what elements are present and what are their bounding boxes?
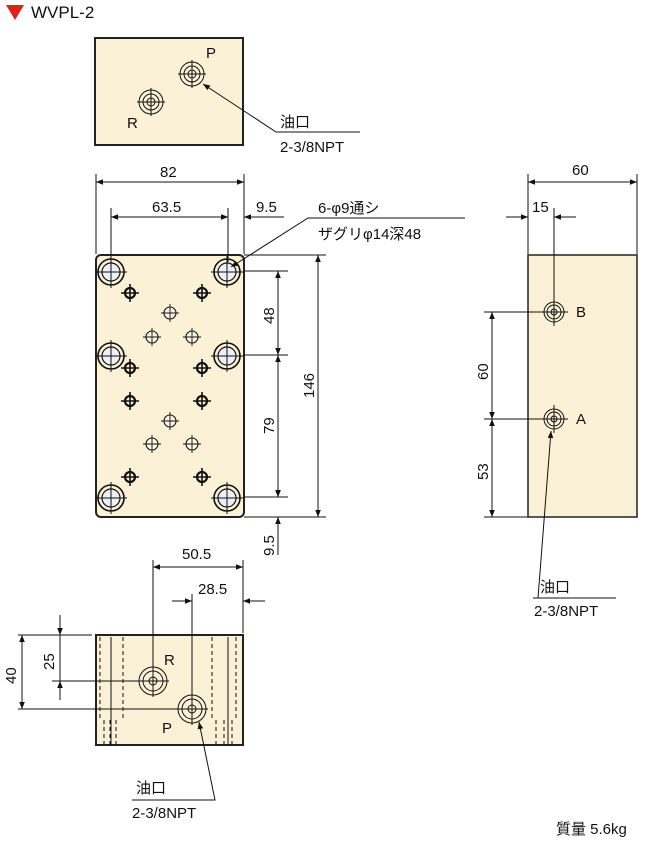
- port-r-label: R: [127, 115, 138, 132]
- bolt-hole-icon: [121, 468, 139, 486]
- front-view: 82 63.5 9.5 6-φ9通シ ザグリφ14深48 48 79 146 9…: [95, 164, 465, 556]
- title-marker-icon: [6, 5, 24, 20]
- port-r-icon: [137, 88, 165, 116]
- pin-hole-icon: [161, 304, 179, 322]
- bolt-hole-icon: [193, 392, 211, 410]
- port-p-label: P: [206, 45, 216, 62]
- port-b-label: B: [576, 304, 586, 321]
- mounting-holes: [121, 284, 211, 486]
- counterbore-hole-icon: [211, 482, 243, 514]
- bolt-hole-icon: [121, 284, 139, 302]
- dim-p: 28.5: [198, 581, 227, 598]
- port-r-label: R: [164, 652, 175, 669]
- dim-r: 50.5: [182, 546, 211, 563]
- dim-offset: 15: [532, 199, 549, 216]
- dim-v1: 48: [261, 307, 278, 324]
- dim-width: 82: [160, 164, 177, 181]
- top-view: P R 油口 2-3/8NPT: [94, 37, 360, 156]
- pin-hole-icon: [183, 435, 201, 453]
- bolt-hole-icon: [193, 468, 211, 486]
- port-b-icon: [540, 298, 568, 326]
- counterbore-hole-icon: [95, 482, 127, 514]
- port-note-line1: 油口: [136, 780, 166, 797]
- dim-v2: 79: [261, 417, 278, 434]
- port-p-label: P: [162, 720, 172, 737]
- dim-width: 60: [572, 162, 589, 179]
- dim-a-bottom: 53: [475, 463, 492, 480]
- counterbore-hole-icon: [211, 256, 243, 288]
- bottom-view: R P 50.5 28.5 40 25 油口 2-3/8NPT: [3, 546, 265, 822]
- dim-r-height: 25: [41, 653, 58, 670]
- pin-hole-icon: [183, 328, 201, 346]
- pin-hole-icon: [143, 435, 161, 453]
- counterbore-hole-icon: [95, 340, 127, 372]
- port-note-line2: 2-3/8NPT: [534, 603, 598, 620]
- counterbore-holes: [95, 256, 243, 514]
- title: WVPL-2: [31, 3, 94, 22]
- pin-hole-icon: [161, 412, 179, 430]
- port-note-line1: 油口: [540, 579, 570, 596]
- bolt-hole-icon: [193, 284, 211, 302]
- bolt-hole-icon: [121, 359, 139, 377]
- pin-hole-icon: [143, 328, 161, 346]
- dim-p-height: 40: [3, 667, 20, 684]
- dim-edge: 9.5: [256, 199, 277, 216]
- hole-note-line1: 6-φ9通シ: [318, 200, 379, 217]
- mass-label: 質量 5.6kg: [556, 820, 627, 838]
- counterbore-hole-icon: [211, 340, 243, 372]
- dim-pitch: 63.5: [152, 199, 181, 216]
- port-note-line1: 油口: [280, 114, 310, 131]
- hole-note-line2: ザグリφ14深48: [318, 226, 421, 243]
- port-p-icon: [178, 60, 206, 88]
- bolt-hole-icon: [121, 392, 139, 410]
- port-note-line2: 2-3/8NPT: [132, 805, 196, 822]
- bolt-hole-icon: [193, 359, 211, 377]
- dim-total: 146: [301, 373, 318, 398]
- port-a-label: A: [576, 411, 586, 428]
- dim-bottom: 9.5: [261, 535, 278, 556]
- port-note-line2: 2-3/8NPT: [280, 139, 344, 156]
- side-view: B A 60 15 60 53 油口 2-3/8NPT: [475, 162, 638, 620]
- dim-ab: 60: [475, 363, 492, 380]
